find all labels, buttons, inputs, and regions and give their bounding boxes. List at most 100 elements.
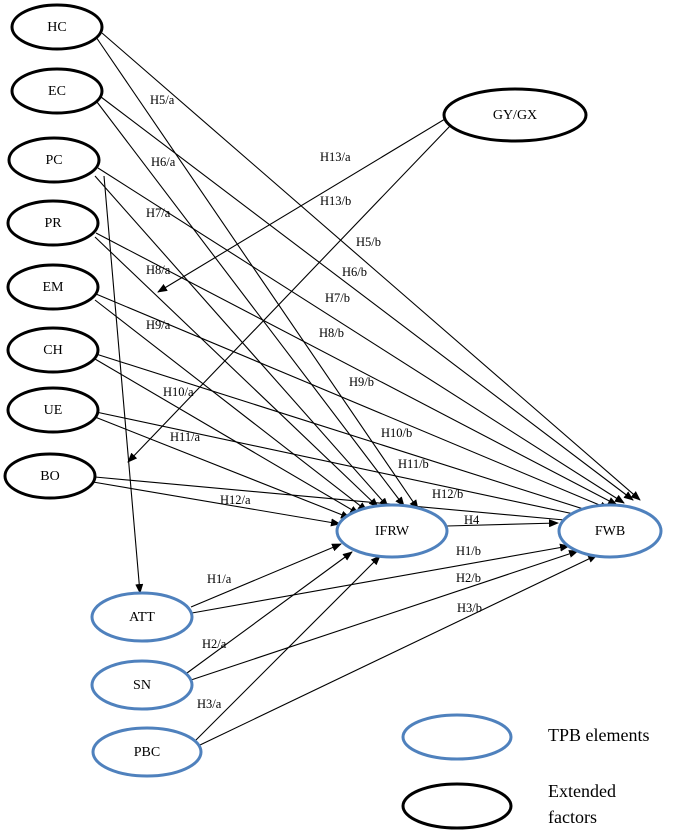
- node-shape-ec: [10, 67, 104, 115]
- edge-label-h8-a: H8/a: [146, 263, 171, 277]
- edge-label-h2-b: H2/b: [456, 571, 481, 585]
- node-ifrw: IFRW: [335, 503, 449, 559]
- edges: H5/aH5/b H6/aH6/b H7/aH7/b H8/aH8/b H9/aH9/b…: [92, 32, 641, 746]
- node-label-ec: EC: [48, 84, 66, 99]
- edge-ec-to-ifrw: [96, 101, 405, 507]
- edge-att-to-fwb: [191, 543, 570, 614]
- edge-label-h10-a: H10/a: [163, 385, 194, 399]
- node-shape-ch: [6, 326, 100, 374]
- edge-em-to-ifrw: [94, 299, 368, 512]
- edge-att-to-ifrw: [190, 543, 342, 608]
- edge-label-h12-a: H12/a: [220, 493, 251, 507]
- edge-label-h7-a: H7/a: [146, 206, 171, 220]
- node-ue: UE: [6, 386, 100, 434]
- node-shape-bo: [3, 452, 97, 500]
- edge-pc-to-att: [103, 175, 144, 594]
- node-shape-fwb: [557, 503, 663, 559]
- node-shape-ue: [6, 386, 100, 434]
- edge-label-h9-b: H9/b: [349, 375, 374, 389]
- node-label-gygx: GY/GX: [493, 108, 537, 123]
- node-shape-pc: [7, 136, 101, 184]
- edge-pbc-to-ifrw: [194, 555, 381, 742]
- node-shape-em: [6, 263, 100, 311]
- edge-pc-to-ifrw: [94, 175, 389, 508]
- node-sn: SN: [90, 659, 194, 711]
- edge-label-h10-b: H10/b: [381, 426, 412, 440]
- edge-label-h7-b: H7/b: [325, 291, 350, 305]
- node-hc: HC: [10, 3, 104, 51]
- node-shape-pbc: [91, 726, 203, 778]
- edge-pc-to-fwb: [97, 167, 625, 504]
- edge-bo-to-fwb: [94, 476, 576, 525]
- edge-ue-to-ifrw: [94, 416, 351, 519]
- node-label-hc: HC: [47, 20, 66, 35]
- node-att: ATT: [90, 591, 194, 643]
- node-label-sn: SN: [133, 678, 151, 693]
- edge-gygx-to-bo: [127, 125, 451, 463]
- edge-pr-to-fwb: [95, 232, 618, 506]
- legend-extended-swatch: [401, 782, 513, 830]
- node-label-ch: CH: [43, 343, 62, 358]
- edge-label-h9-a: H9/a: [146, 318, 171, 332]
- edge-label-h3-b: H3/b: [457, 601, 482, 615]
- edge-label-h13-a: H13/a: [320, 150, 351, 164]
- edge-hc-to-fwb: [101, 32, 641, 501]
- node-pc: PC: [7, 136, 101, 184]
- edge-hc-to-ifrw: [95, 36, 419, 510]
- node-shape-att: [90, 591, 194, 643]
- node-label-ue: UE: [44, 403, 63, 418]
- node-shape-gygx: [442, 87, 588, 143]
- node-label-ifrw: IFRW: [375, 524, 410, 539]
- node-label-pc: PC: [45, 153, 62, 168]
- node-em: EM: [6, 263, 100, 311]
- node-label-bo: BO: [40, 469, 59, 484]
- node-shape-hc: [10, 3, 104, 51]
- edge-ec-to-fwb: [100, 96, 634, 501]
- edge-label-h6-a: H6/a: [151, 155, 176, 169]
- legend-extended-label-line2: factors: [548, 807, 597, 827]
- node-label-fwb: FWB: [595, 524, 625, 539]
- edge-label-h11-b: H11/b: [398, 457, 429, 471]
- node-fwb: FWB: [557, 503, 663, 559]
- node-label-pbc: PBC: [134, 745, 160, 760]
- edge-em-to-fwb: [95, 293, 610, 510]
- legend-tpb-swatch: [401, 713, 513, 761]
- edge-label-h1-b: H1/b: [456, 544, 481, 558]
- legend: TPB elements Extended factors: [401, 713, 650, 830]
- node-ec: EC: [10, 67, 104, 115]
- edge-label-h12-b: H12/b: [432, 487, 463, 501]
- edge-label-h5-b: H5/b: [356, 235, 381, 249]
- edge-ue-to-fwb: [95, 411, 589, 520]
- edge-label-h1-a: H1/a: [207, 572, 232, 586]
- edge-gygx-to-em: [157, 118, 446, 293]
- edge-label-h3-a: H3/a: [197, 697, 222, 711]
- edge-label-h2-a: H2/a: [202, 637, 227, 651]
- edge-bo-to-ifrw: [92, 481, 341, 527]
- node-label-em: EM: [43, 280, 65, 295]
- node-shape-sn: [90, 659, 194, 711]
- edge-pr-to-ifrw: [94, 236, 379, 508]
- legend-extended-label-line1: Extended: [548, 781, 616, 801]
- nodes: HC EC PC PR EM CH UE BO GY/GX IFRW FWB ATT SN PBC: [3, 3, 663, 778]
- edge-ifrw-to-fwb: [446, 519, 559, 528]
- edge-ch-to-fwb: [95, 353, 597, 515]
- edge-label-h13-b: H13/b: [320, 194, 351, 208]
- edge-ch-to-ifrw: [94, 358, 360, 515]
- edge-pbc-to-fwb: [199, 554, 598, 746]
- node-pbc: PBC: [91, 726, 203, 778]
- node-shape-ifrw: [335, 503, 449, 559]
- edge-label-h11-a: H11/a: [170, 430, 201, 444]
- edge-sn-to-ifrw: [186, 551, 353, 674]
- edge-label-h6-b: H6/b: [342, 265, 367, 279]
- edge-sn-to-fwb: [190, 550, 579, 681]
- node-gygx: GY/GX: [442, 87, 588, 143]
- edge-label-h4: H4: [464, 513, 480, 527]
- node-ch: CH: [6, 326, 100, 374]
- node-pr: PR: [6, 199, 100, 247]
- node-label-att: ATT: [129, 610, 155, 625]
- legend-tpb-label: TPB elements: [548, 725, 650, 745]
- node-label-pr: PR: [44, 216, 62, 231]
- edge-label-h5-a: H5/a: [150, 93, 175, 107]
- edge-label-h8-b: H8/b: [319, 326, 344, 340]
